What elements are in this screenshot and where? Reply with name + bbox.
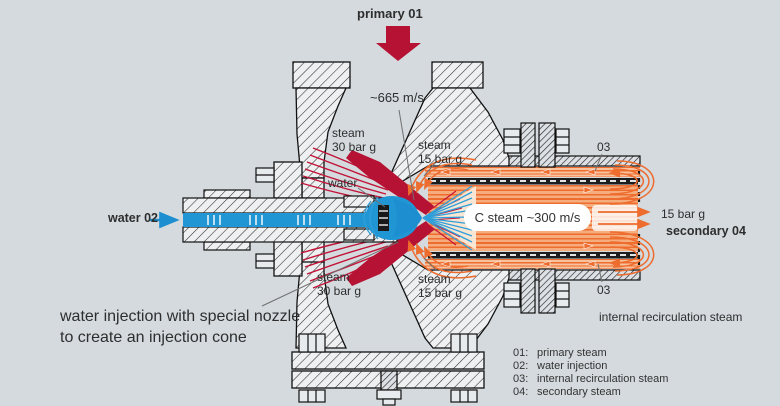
bottom-flange-bolts — [298, 333, 478, 406]
annotation-note: water injection with special nozzle to c… — [60, 308, 301, 346]
top-flange-left — [292, 61, 351, 89]
label-secondary: secondary 04 — [666, 224, 746, 238]
label-steam-15-lower: steam 15 bar g — [418, 272, 463, 300]
pipe-flange-top — [503, 122, 570, 168]
spray-cone — [363, 185, 473, 251]
label-steam-15-upper: steam 15 bar g — [418, 138, 463, 166]
lance-flange-lower — [273, 239, 303, 277]
label-ref-03-top: 03 — [597, 140, 611, 154]
label-internal-recirculation: internal recirculation steam — [599, 310, 743, 324]
primary-flow-arrow — [376, 26, 421, 61]
red-steam-fans — [300, 147, 393, 289]
label-outlet-pressure: 15 bar g — [661, 207, 706, 221]
label-steam-30-upper: steam 30 bar g — [332, 126, 377, 154]
upper-right-wall — [389, 87, 510, 186]
label-ref-03-bottom: 03 — [597, 283, 611, 297]
lance-flange-bolts — [255, 167, 275, 269]
vessel-body — [273, 61, 510, 391]
lower-left-wall — [295, 257, 348, 349]
steam-pipe-annulus-top — [425, 167, 640, 177]
water-lance — [182, 189, 398, 251]
bolts — [255, 122, 570, 406]
lower-right-wall — [389, 250, 510, 349]
recirculation-end-loops — [608, 160, 655, 276]
c-steam-bubble: C steam ~300 m/s — [464, 204, 591, 231]
secondary-outlet-arrows — [598, 206, 651, 230]
red-steam-wedges — [346, 150, 434, 286]
lance-flange-upper — [273, 161, 303, 199]
recirculation-inlet-curls — [407, 157, 477, 279]
top-flange-right — [431, 61, 484, 89]
label-primary: primary 01 — [357, 6, 423, 21]
leader-lines — [261, 109, 603, 307]
legend-item-02: 02: water injection — [513, 360, 608, 372]
upper-left-wall — [295, 87, 348, 179]
steam-pipe-annulus-bottom — [425, 259, 640, 269]
drain-plug — [380, 370, 398, 391]
legend-item-03: 03: internal recirculation steam — [513, 373, 669, 385]
annulus-flow-arrows — [440, 168, 596, 268]
legend-item-01: 01: primary steam — [513, 347, 607, 359]
bottom-flange-plate-1 — [291, 351, 485, 370]
legend-item-04: 04: secondary steam — [513, 386, 621, 398]
outlet-gap — [592, 205, 638, 231]
pipe-flange-bottom — [503, 268, 570, 314]
label-steam-30-lower: steam 30 bar g — [317, 270, 362, 298]
label-throat-velocity: ~665 m/s — [370, 90, 424, 105]
legend: 01: primary steam 02: water injection 03… — [513, 347, 668, 399]
nozzle-cap — [393, 199, 422, 237]
water-flow — [150, 185, 473, 251]
label-water-inlet: water 02 — [107, 211, 158, 225]
label-water: water — [328, 176, 358, 190]
